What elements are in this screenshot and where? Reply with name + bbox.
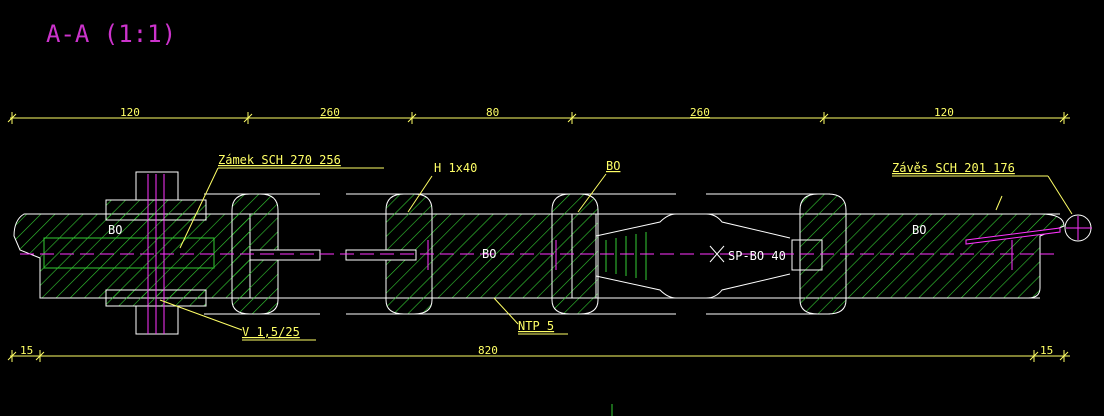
dim-bottom-right: 15	[1040, 344, 1053, 357]
dim-top-1: 120	[120, 106, 140, 119]
bottom-dimension-line	[7, 350, 1070, 362]
section-title: A-A (1:1)	[46, 20, 176, 48]
label-v: V 1,5/25	[242, 325, 300, 339]
top-dimension-line	[7, 112, 1070, 124]
label-zamek: Zámek SCH 270 256	[218, 153, 341, 167]
dim-bottom-left: 15	[20, 344, 33, 357]
dim-top-3: 80	[486, 106, 499, 119]
vertical-center-marks	[147, 174, 1013, 334]
label-bo-left: BO	[108, 223, 122, 237]
tapered-connector	[595, 213, 791, 299]
dim-bottom-main: 820	[478, 344, 498, 357]
dim-top-2: 260	[320, 106, 340, 119]
right-body	[845, 213, 1092, 299]
dim-top-5: 120	[934, 106, 954, 119]
label-h: H 1x40	[434, 161, 477, 175]
left-profile	[231, 193, 321, 315]
label-spbo: SP-BO 40	[728, 249, 786, 263]
middle-body	[431, 193, 599, 315]
label-ntp: NTP 5	[518, 319, 554, 333]
label-bo-mid: BO	[482, 247, 496, 261]
left-body	[13, 171, 251, 335]
dim-top-4: 260	[690, 106, 710, 119]
label-bo-right: BO	[912, 223, 926, 237]
label-bo-top: BO	[606, 159, 620, 173]
label-zaves: Závěs SCH 201 176	[892, 161, 1015, 175]
leader-lines	[159, 167, 1073, 341]
